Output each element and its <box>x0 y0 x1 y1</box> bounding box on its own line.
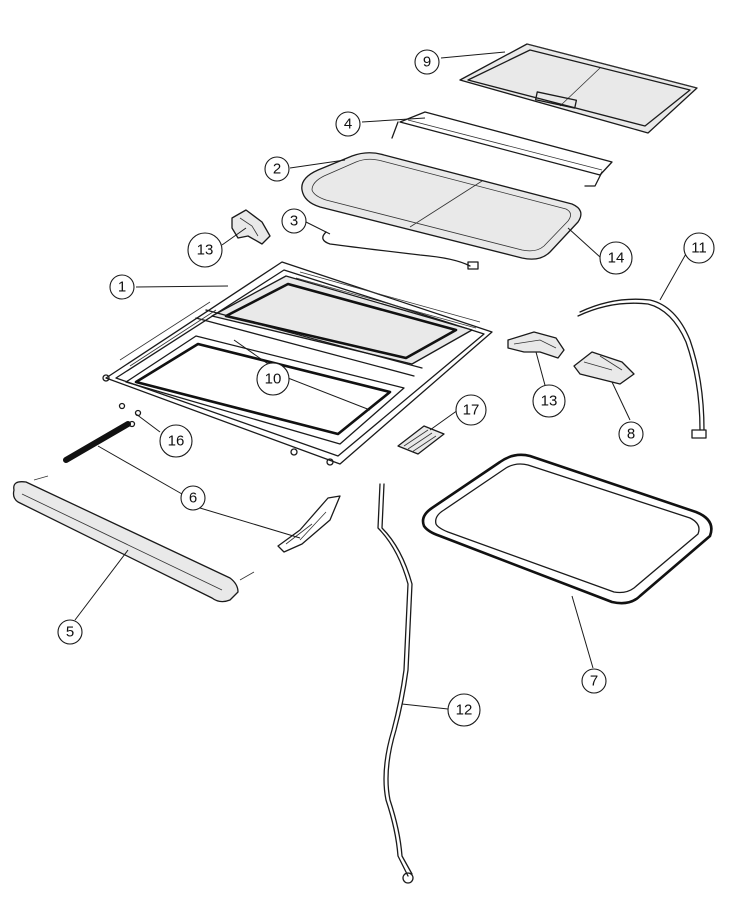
callout-label: 4 <box>344 116 352 133</box>
callout-label: 1 <box>118 279 126 296</box>
callout-7: 7 <box>581 668 607 694</box>
callout-label: 9 <box>423 54 431 71</box>
front-trim-panel <box>12 475 255 603</box>
leader-lines <box>74 51 688 710</box>
callout-13-right: 13 <box>532 384 566 418</box>
callout-label: 11 <box>691 240 707 257</box>
callout-8: 8 <box>618 421 644 447</box>
callout-label: 5 <box>66 624 74 641</box>
warning-label <box>397 425 445 455</box>
sunshade-panel <box>459 43 698 134</box>
callout-4: 4 <box>335 111 361 137</box>
callout-label: 3 <box>290 213 298 230</box>
callout-label: 2 <box>273 161 281 178</box>
callout-14: 14 <box>599 241 633 275</box>
callout-label: 13 <box>541 393 558 410</box>
sunroof-frame <box>102 261 493 466</box>
motor-bracket-right <box>507 331 565 359</box>
wind-deflector <box>391 111 613 187</box>
callout-label: 12 <box>456 702 473 719</box>
glass-panel <box>301 152 582 260</box>
motor-bracket-left <box>231 209 271 245</box>
callout-label: 7 <box>590 673 598 690</box>
callout-6: 6 <box>180 485 206 511</box>
seal-strip <box>63 421 341 553</box>
callout-9: 9 <box>414 49 440 75</box>
wire-harness <box>322 231 479 270</box>
callout-3: 3 <box>281 208 307 234</box>
perimeter-seal <box>421 453 713 605</box>
callout-1: 1 <box>109 274 135 300</box>
callout-label: 14 <box>608 250 625 267</box>
callout-13-left: 13 <box>187 232 223 268</box>
callout-label: 16 <box>168 433 185 450</box>
callout-17: 17 <box>455 394 487 426</box>
callout-11: 11 <box>683 232 715 264</box>
callout-label: 17 <box>463 402 480 419</box>
callout-label: 13 <box>197 242 214 259</box>
callout-label: 6 <box>189 490 197 507</box>
front-drain-hose <box>377 483 414 884</box>
callout-10: 10 <box>256 362 290 396</box>
callout-label: 8 <box>627 426 635 443</box>
sunroof-motor <box>573 351 635 385</box>
callout-label: 10 <box>265 371 282 388</box>
callout-16: 16 <box>159 424 193 458</box>
callout-12: 12 <box>447 693 481 727</box>
callout-5: 5 <box>57 619 83 645</box>
rear-drain-hose <box>577 298 707 439</box>
callout-2: 2 <box>264 156 290 182</box>
